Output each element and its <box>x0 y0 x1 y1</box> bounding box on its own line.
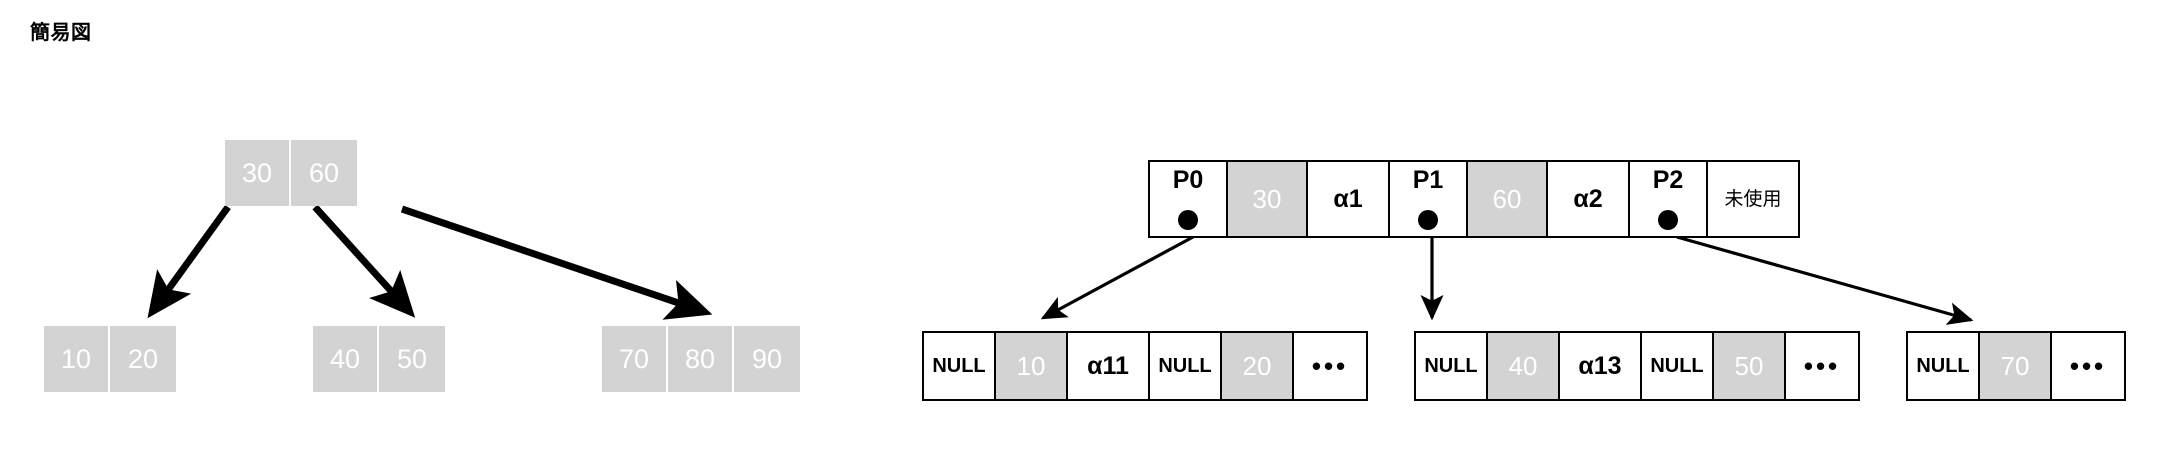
arrow-p2-to-leaf-3 <box>1676 235 1974 325</box>
detail-leaf-node-1-cell-label: α11 <box>1087 351 1129 380</box>
root-node[interactable]: 30 60 <box>225 140 357 206</box>
detail-leaf-node-2-cell-4-key[interactable]: 50 <box>1714 333 1786 399</box>
detail-leaf-node-1-cell-0-null[interactable]: NULL <box>924 333 996 399</box>
detail-leaf-node-2-cell-label: 50 <box>1734 351 1764 381</box>
detail-leaf-node-2-cell-1-key[interactable]: 40 <box>1488 333 1560 399</box>
arrow-p0-to-leaf-1 <box>1040 235 1194 320</box>
detail-leaf-node-3-cell-1-key[interactable]: 70 <box>1980 333 2052 399</box>
internal-node-cell-1-key[interactable]: 30 <box>1228 162 1308 236</box>
internal-node-cell-6-pointer[interactable]: P2 <box>1630 162 1708 236</box>
internal-node-cell-5-alpha[interactable]: α2 <box>1548 162 1630 236</box>
internal-node-cell-label: 30 <box>1252 184 1282 214</box>
detail-leaf-node-1-cell-label: NULL <box>932 355 986 377</box>
detail-leaf-node-2-cell-label: ••• <box>1803 351 1841 381</box>
internal-node-cell-0-pointer[interactable]: P0 <box>1150 162 1228 236</box>
root-node-cell-1[interactable]: 60 <box>291 140 357 206</box>
simple-tree-arrows <box>147 204 713 320</box>
detail-leaf-node-1[interactable]: NULL 10 α11 NULL 20 ••• <box>922 331 1368 401</box>
leaf-node-3-cell-label: 70 <box>618 343 650 374</box>
arrow-root-to-leaf-1 <box>147 204 231 319</box>
leaf-node-2-cell-label: 50 <box>396 343 428 374</box>
page-title: 簡易図 <box>30 22 92 44</box>
leaf-node-2[interactable]: 40 50 <box>313 326 445 392</box>
internal-node-cell-7-unused[interactable]: 未使用 <box>1708 162 1798 236</box>
leaf-node-3-cell-1[interactable]: 80 <box>668 326 734 392</box>
internal-node-cell-label: 未使用 <box>1724 188 1782 210</box>
detail-leaf-node-2-cell-label: 40 <box>1508 351 1538 381</box>
leaf-node-1-cell-label: 20 <box>127 343 159 374</box>
internal-node-cell-label: 60 <box>1492 184 1522 214</box>
leaf-node-3[interactable]: 70 80 90 <box>602 326 800 392</box>
leaf-node-2-cell-1[interactable]: 50 <box>379 326 445 392</box>
leaf-node-3-cell-2[interactable]: 90 <box>734 326 800 392</box>
internal-node-cell-4-key[interactable]: 60 <box>1468 162 1548 236</box>
detail-leaf-node-2-cell-0-null[interactable]: NULL <box>1416 333 1488 399</box>
detail-leaf-node-3-cell-label: NULL <box>1916 355 1970 377</box>
detail-leaf-node-2-cell-5-ellipsis[interactable]: ••• <box>1786 333 1858 399</box>
leaf-node-3-cell-0[interactable]: 70 <box>602 326 668 392</box>
detail-leaf-node-1-cell-label: 10 <box>1016 351 1046 381</box>
detail-leaf-node-2-cell-3-null[interactable]: NULL <box>1642 333 1714 399</box>
detail-leaf-node-1-cell-2-alpha[interactable]: α11 <box>1068 333 1150 399</box>
detail-leaf-node-1-cell-label: NULL <box>1158 355 1212 377</box>
leaf-node-1-cell-1[interactable]: 20 <box>110 326 176 392</box>
arrow-root-to-leaf-3 <box>400 205 713 320</box>
leaf-node-1-cell-0[interactable]: 10 <box>44 326 110 392</box>
internal-node-cell-label: P2 <box>1652 166 1684 194</box>
detail-leaf-node-1-cell-1-key[interactable]: 10 <box>996 333 1068 399</box>
detail-leaf-node-2-cell-2-alpha[interactable]: α13 <box>1560 333 1642 399</box>
root-node-cell-label: 60 <box>308 157 340 188</box>
detail-leaf-node-3[interactable]: NULL 70 ••• <box>1906 331 2126 401</box>
detail-leaf-node-2-cell-label: α13 <box>1578 351 1622 380</box>
internal-node-cell-label: P1 <box>1412 166 1444 194</box>
detail-leaf-node-2[interactable]: NULL 40 α13 NULL 50 ••• <box>1414 331 1860 401</box>
internal-node[interactable]: P0 30 α1 P1 60 α2 P2 未使用 <box>1148 160 1800 238</box>
detail-leaf-node-3-cell-2-ellipsis[interactable]: ••• <box>2052 333 2124 399</box>
leaf-node-1[interactable]: 10 20 <box>44 326 176 392</box>
root-node-cell-label: 30 <box>241 157 273 188</box>
pointer-dot-icon <box>1658 210 1678 230</box>
leaf-node-1-cell-label: 10 <box>60 343 92 374</box>
root-node-cell-0[interactable]: 30 <box>225 140 291 206</box>
internal-node-cell-label: α1 <box>1333 184 1363 213</box>
detail-leaf-node-1-cell-5-ellipsis[interactable]: ••• <box>1294 333 1366 399</box>
detail-leaf-node-1-cell-3-null[interactable]: NULL <box>1150 333 1222 399</box>
pointer-dot-icon <box>1178 210 1198 230</box>
detail-leaf-node-1-cell-4-key[interactable]: 20 <box>1222 333 1294 399</box>
detail-leaf-node-2-cell-label: NULL <box>1650 355 1704 377</box>
leaf-node-2-cell-label: 40 <box>329 343 361 374</box>
pointer-dot-icon <box>1418 210 1438 230</box>
detail-leaf-node-2-cell-label: NULL <box>1424 355 1478 377</box>
internal-node-cell-2-alpha[interactable]: α1 <box>1308 162 1390 236</box>
detail-structure-arrows <box>1040 235 1974 325</box>
detail-leaf-node-3-cell-0-null[interactable]: NULL <box>1908 333 1980 399</box>
leaf-node-2-cell-0[interactable]: 40 <box>313 326 379 392</box>
detail-leaf-node-1-cell-label: ••• <box>1311 351 1349 381</box>
internal-node-cell-3-pointer[interactable]: P1 <box>1390 162 1468 236</box>
detail-leaf-node-3-cell-label: ••• <box>2069 351 2107 381</box>
internal-node-cell-label: α2 <box>1573 184 1603 213</box>
leaf-node-3-cell-label: 90 <box>751 343 783 374</box>
detail-leaf-node-3-cell-label: 70 <box>2000 351 2030 381</box>
internal-node-cell-label: P0 <box>1172 166 1204 194</box>
arrow-root-to-leaf-2 <box>312 204 416 318</box>
leaf-node-3-cell-label: 80 <box>684 343 716 374</box>
detail-leaf-node-1-cell-label: 20 <box>1242 351 1272 381</box>
